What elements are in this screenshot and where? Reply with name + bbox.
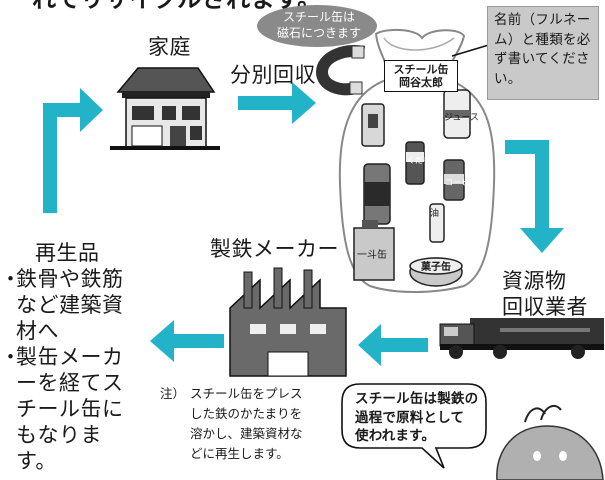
house-icon <box>110 67 220 150</box>
can-label-oil-can: 一斗缶 <box>357 250 387 261</box>
can-label-coffee: コーヒー <box>445 178 477 187</box>
footnote: 注） スチール缶をプレス した鉄のかたまりを 溶かし、建築資材な どに再生します… <box>160 386 303 461</box>
speech-text: スチール缶は製鉄の 過程で原料として 使われます。 <box>355 391 479 445</box>
truck-icon <box>439 318 604 359</box>
recycled-list: ・ 鉄骨や鉄筋 など建築資 材へ ・ 製缶メーカ ーを経てス チール缶に もなり… <box>0 266 140 474</box>
speech-bubble <box>341 383 487 469</box>
arrow-home-to-bag <box>238 82 316 124</box>
can-label-candy: 菓子缶 <box>421 262 451 273</box>
can-label-oil: 油 <box>430 209 440 219</box>
factory-icon <box>229 267 347 377</box>
can-label-juice: ジュース <box>444 113 479 123</box>
magnet-bubble-text: スチール缶は 磁石につきます <box>276 10 361 41</box>
maker-label: 製鉄メーカー <box>210 237 339 261</box>
header-partial-text: れてリサイクルされます。 <box>32 0 322 15</box>
recycled-item-1: ・ 鉄骨や鉄筋 など建築資 材へ <box>0 267 124 344</box>
note-box: 名前（フルネーム）と種類を必ず書いてください。 <box>487 6 599 100</box>
note-pointer <box>451 43 493 57</box>
sort-label: 分別回収 <box>230 63 316 87</box>
arrow-recycled-to-home <box>43 88 103 213</box>
recycled-item-2: ・ 製缶メーカ ーを経てス チール缶に もなります。 <box>0 345 124 474</box>
arrow-maker-to-recycled <box>150 320 224 362</box>
magnet-icon <box>315 45 366 96</box>
recycled-title: 再生品 <box>35 241 100 265</box>
recycler-label: 資源物 回収業者 <box>502 269 588 320</box>
cans-group <box>353 89 471 287</box>
arrow-recycler-to-maker <box>358 324 428 366</box>
home-label: 家庭 <box>148 35 191 59</box>
arrow-bag-to-recycler <box>505 140 564 253</box>
bag-name-tag: スチール缶 岡谷太郎 <box>384 60 458 93</box>
recycle-bag <box>338 28 496 293</box>
footnote-prefix: 注） <box>160 386 186 401</box>
magnet-bubble <box>257 5 377 47</box>
mascot-character <box>496 404 604 480</box>
can-label-fruit: くだもの <box>407 156 439 165</box>
